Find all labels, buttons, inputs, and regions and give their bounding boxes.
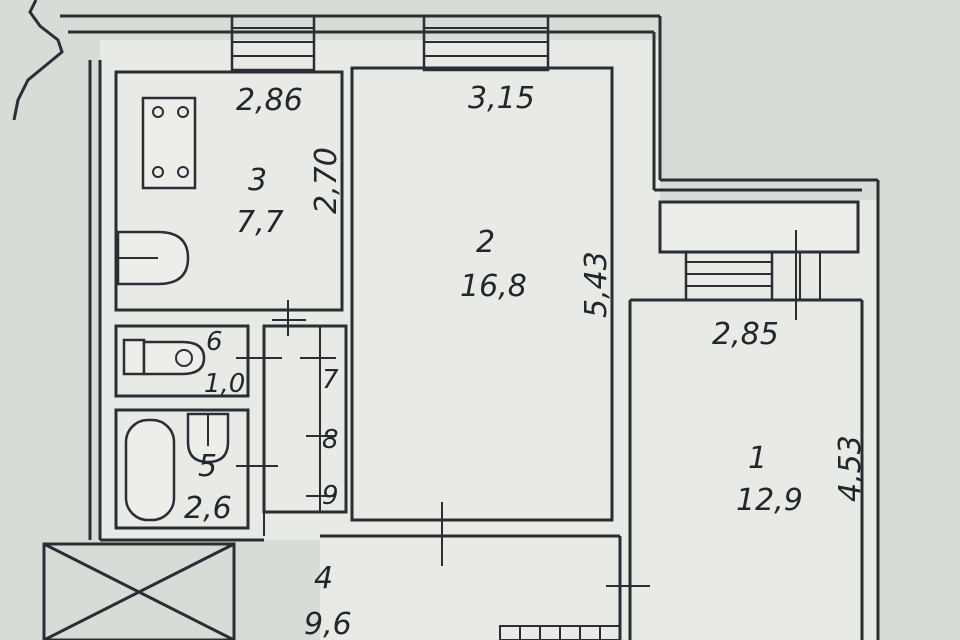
- window-kitchen: [230, 14, 316, 72]
- room-7-number: 7: [322, 365, 339, 395]
- labels: 2,86 3 7,7 2,70 3,15 2 16,8 5,43 2,85 1 …: [184, 81, 868, 640]
- room-6-number: 6: [206, 327, 223, 357]
- toilet-bowl: [142, 340, 206, 376]
- room-5: [114, 408, 278, 530]
- room-3-length-label: 2,70: [309, 147, 344, 214]
- room-5-number: 5: [198, 449, 217, 484]
- room-1-length-label: 4,53: [833, 435, 868, 502]
- room-4-area: 9,6: [304, 607, 352, 640]
- shaft-cross: [42, 542, 236, 640]
- room-6: [114, 324, 282, 398]
- room-3-width-label: 2,86: [236, 83, 303, 118]
- wall-break-curve: [12, 0, 64, 121]
- room-1-area: 12,9: [736, 483, 803, 518]
- room-9-number: 9: [322, 481, 339, 511]
- room-3: [114, 70, 344, 312]
- room-2-number: 2: [476, 225, 495, 260]
- room-6-area: 1,0: [204, 369, 245, 399]
- room-2-area: 16,8: [460, 269, 527, 304]
- room-3-area: 7,7: [236, 205, 284, 240]
- corridor-7-8-9: [262, 300, 348, 536]
- toilet-tank: [122, 338, 146, 376]
- bathtub-fixture: [124, 418, 176, 522]
- room-1-number: 1: [748, 441, 767, 476]
- balcony: [658, 200, 860, 320]
- room-5-area: 2,6: [184, 491, 232, 526]
- window-room-1: [684, 250, 821, 302]
- room-8-number: 8: [322, 425, 339, 455]
- room-3-number: 3: [248, 163, 267, 198]
- window-room-2: [422, 14, 550, 72]
- room-1-width-label: 2,85: [712, 317, 779, 352]
- room-2-width-label: 3,15: [468, 81, 535, 116]
- room-4-number: 4: [314, 561, 333, 596]
- room-4: [100, 534, 621, 640]
- room-2: [350, 66, 614, 566]
- outer-walls: [12, 0, 880, 640]
- stove-fixture: [141, 96, 197, 190]
- room-2-length-label: 5,43: [579, 251, 614, 318]
- room-1: [606, 298, 862, 640]
